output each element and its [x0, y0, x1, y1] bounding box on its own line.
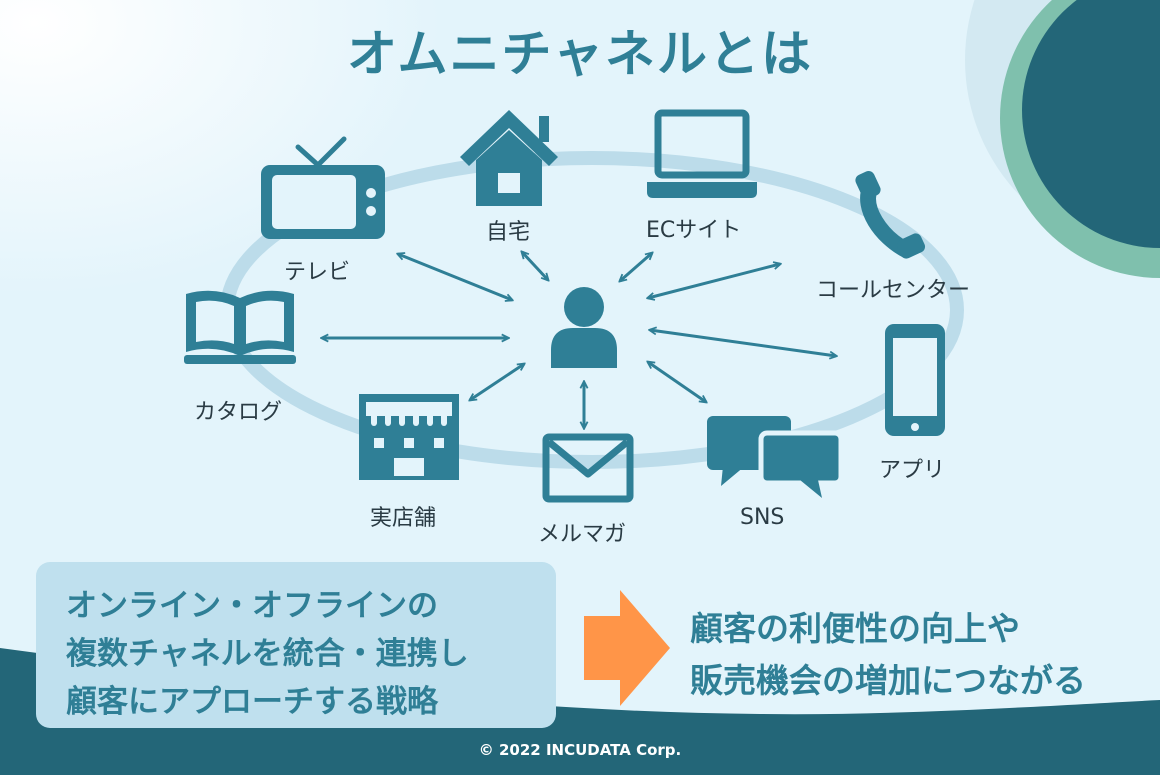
arrow-tv: [398, 254, 512, 300]
label-mail-magazine: メルマガ: [538, 522, 627, 547]
arrow-home: [522, 252, 548, 280]
label-home: 自宅: [486, 220, 531, 245]
page-title: オムニチャネルとは: [347, 25, 813, 83]
arrow-call-center: [648, 264, 780, 298]
definition-line: オンライン・オフラインの: [66, 588, 438, 624]
corner-dark-circle: [1022, 0, 1160, 248]
arrow-ec-site: [620, 253, 652, 281]
phone-icon: [855, 170, 926, 259]
label-call-center: コールセンター: [816, 278, 971, 303]
result-line: 顧客の利便性の向上や: [690, 609, 1020, 648]
chat-icon: [707, 416, 844, 498]
connection-arrows: [322, 252, 836, 428]
label-ec-site: ECサイト: [646, 218, 742, 243]
envelope-icon: [542, 433, 634, 503]
label-sns: SNS: [740, 505, 785, 530]
copyright-footer: © 2022 INCUDATA Corp.: [478, 741, 682, 759]
smartphone-icon: [885, 324, 945, 436]
definition-line: 複数チャネルを統合・連携し: [66, 636, 469, 672]
arrow-store: [470, 364, 524, 400]
label-catalog: カタログ: [194, 400, 283, 425]
definition-line: 顧客にアプローチする戦略: [66, 684, 438, 720]
laptop-icon: [647, 109, 757, 198]
tv-icon: [261, 136, 385, 239]
store-icon: [359, 394, 459, 480]
customer-icon: [551, 287, 617, 368]
home-icon: [460, 110, 558, 206]
arrow-sns: [648, 362, 706, 402]
book-icon: [184, 290, 296, 364]
result-line: 販売機会の増加につながる: [690, 661, 1086, 700]
label-store: 実店舗: [370, 506, 437, 531]
bottom-wave: [0, 648, 1160, 775]
label-app: アプリ: [879, 458, 946, 483]
definition-box: オンライン・オフラインの 複数チャネルを統合・連携し 顧客にアプローチする戦略: [36, 562, 556, 728]
arrow-app: [650, 330, 836, 356]
result-arrow: [584, 590, 670, 706]
label-tv: テレビ: [284, 260, 351, 285]
